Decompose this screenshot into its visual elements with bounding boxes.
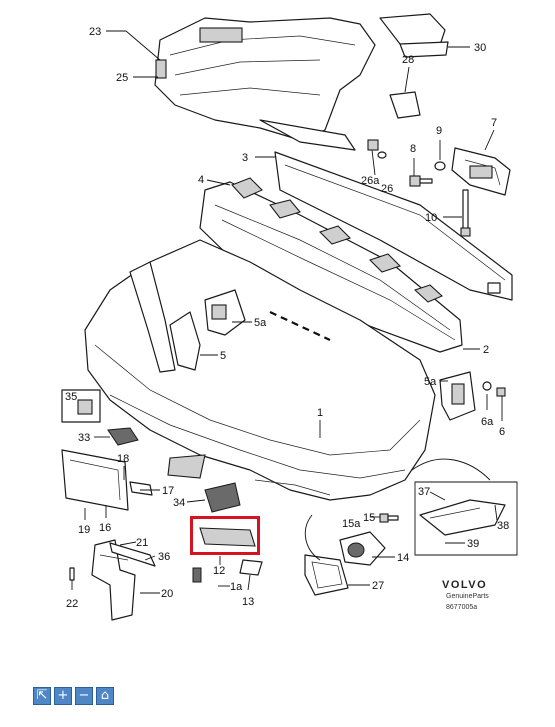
callout-labels: 23 25 30 28 3 4 26a 26 8 9 7 10 5a 2 5 5… [65,26,509,610]
zoom-in-icon[interactable]: + [54,687,72,705]
upper-beam-3 [274,151,513,301]
callout-9: 9 [436,125,442,137]
home-icon[interactable]: ⌂ [96,687,114,705]
clip-1a [192,567,202,583]
trim-12 [199,527,256,547]
splash-guard-inset [414,481,518,556]
callout-21: 21 [136,537,148,549]
brand-block: VOLVO GenuineParts 8677005a [442,579,489,611]
callout-25: 25 [116,72,128,84]
viewer-toolbar: ⇱ + − ⌂ [33,687,114,705]
callout-26a: 26a [361,175,380,187]
zoom-out-icon[interactable]: − [75,687,93,705]
bumper-cover-1 [84,239,436,501]
callout-3: 3 [242,152,248,164]
callout-27: 27 [372,580,384,592]
washer-9 [434,161,446,171]
screw-15 [379,513,399,523]
bracket-34 [204,482,241,513]
side-bracket-6 [439,371,506,421]
figure-code: 8677005a [446,604,477,611]
callout-34: 34 [173,497,185,509]
callout-13: 13 [242,596,254,608]
leader-lines [71,30,503,594]
upper-right-plate [379,13,449,119]
callout-37: 37 [418,486,430,498]
callout-16: 16 [99,522,111,534]
genuine-parts-text: GenuineParts [446,593,489,600]
callout-1: 1 [317,407,323,419]
clip-13 [239,559,263,576]
callout-33: 33 [78,432,90,444]
callout-15a: 15a [342,518,361,530]
side-bracket-7 [451,147,511,196]
leader-curve-center [304,514,321,561]
clip-35-inset [61,389,101,423]
bolt-10 [460,189,471,237]
highlight-box-part-12 [190,516,260,555]
callout-35: 35 [65,391,77,403]
callout-26: 26 [381,183,393,195]
callout-10: 10 [425,212,437,224]
callout-4: 4 [198,174,204,186]
callout-36: 36 [158,551,170,563]
mounting-bracket-5-left [129,261,201,373]
callout-8: 8 [410,143,416,155]
plate-holder-16 [61,449,129,511]
rod-21 [109,542,156,567]
grille-33 [107,427,139,446]
callout-17: 17 [162,485,174,497]
callout-22: 22 [66,598,78,610]
callout-12: 12 [213,565,225,577]
callout-28: 28 [402,54,414,66]
callout-6: 6 [499,426,505,438]
callout-14: 14 [397,552,409,564]
absorber-2 [199,177,463,353]
callout-5: 5 [220,350,226,362]
callout-5a-left: 5a [254,317,267,329]
callout-30: 30 [474,42,486,54]
volvo-logo-text: VOLVO [442,579,487,591]
callout-7: 7 [491,117,497,129]
callout-5a-right: 5a [424,376,437,388]
nut-26 [367,139,387,159]
callout-2: 2 [483,344,489,356]
screw-22 [69,567,75,581]
callout-1a: 1a [230,581,243,593]
fog-lamp-14 [339,531,386,566]
leader-curve-right [411,458,491,481]
callout-23: 23 [89,26,101,38]
callout-38: 38 [497,520,509,532]
upper-support-bracket [154,17,376,151]
callout-6a: 6a [481,416,494,428]
callout-20: 20 [161,588,173,600]
bolt-8 [409,175,433,187]
callout-18: 18 [117,453,129,465]
pointer-icon[interactable]: ⇱ [33,687,51,705]
strip-17 [129,481,153,496]
callout-19: 19 [78,524,90,536]
callout-39: 39 [467,538,479,550]
callout-15: 15 [363,512,375,524]
fog-grille-27 [304,554,349,596]
mounting-bracket-5-right [204,289,246,336]
